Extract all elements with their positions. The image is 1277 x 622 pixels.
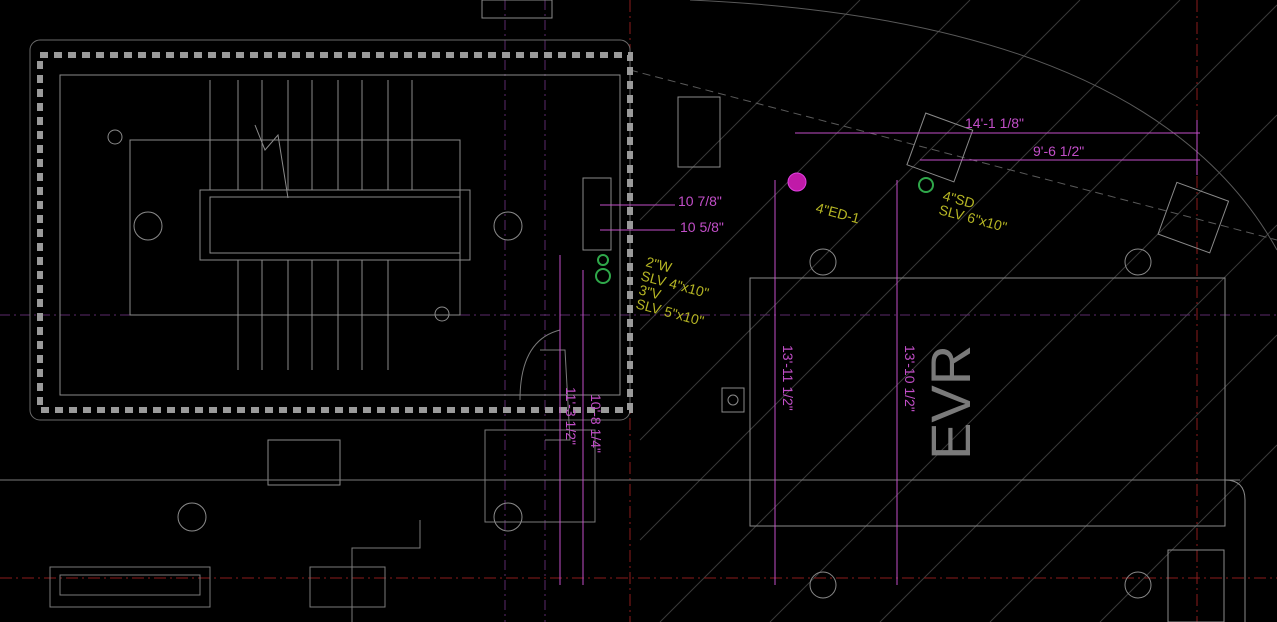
evr-room [721, 112, 1246, 622]
dashed-diagonal [629, 69, 1277, 241]
pipe-marker-ed1[interactable] [787, 172, 807, 192]
pipe-marker-w[interactable] [597, 254, 609, 266]
dim-10-8-1-4: 10'-8 1/4" [588, 394, 604, 453]
dim-14-1-1-8: 14'-1 1/8" [965, 115, 1024, 131]
pipe-marker-v[interactable] [595, 268, 611, 284]
label-pipe-4ed1: 4"ED-1 [814, 199, 861, 226]
dim-9-6-1-2: 9'-6 1/2" [1033, 143, 1084, 159]
lower-left-linework [0, 329, 1240, 622]
dim-11-3-1-2: 11'-3 1/2" [563, 387, 579, 445]
dim-13-11-1-2: 13'-11 1/2" [780, 345, 796, 411]
dim-10-5-8: 10 5/8" [680, 219, 724, 235]
pipe-marker-sd[interactable] [918, 177, 934, 193]
room-label-evr: EVR [919, 345, 982, 460]
stair-core [29, 0, 721, 532]
label-pipe-2w: 2"W [644, 253, 674, 275]
dim-13-10-1-2: 13'-10 1/2" [902, 345, 918, 412]
dim-10-7-8: 10 7/8" [678, 193, 722, 209]
hatch-lines [639, 0, 1277, 622]
label-pipe-3v: 3"V [637, 281, 663, 302]
dimension-lines [559, 120, 1200, 585]
large-arc [689, 0, 1277, 251]
